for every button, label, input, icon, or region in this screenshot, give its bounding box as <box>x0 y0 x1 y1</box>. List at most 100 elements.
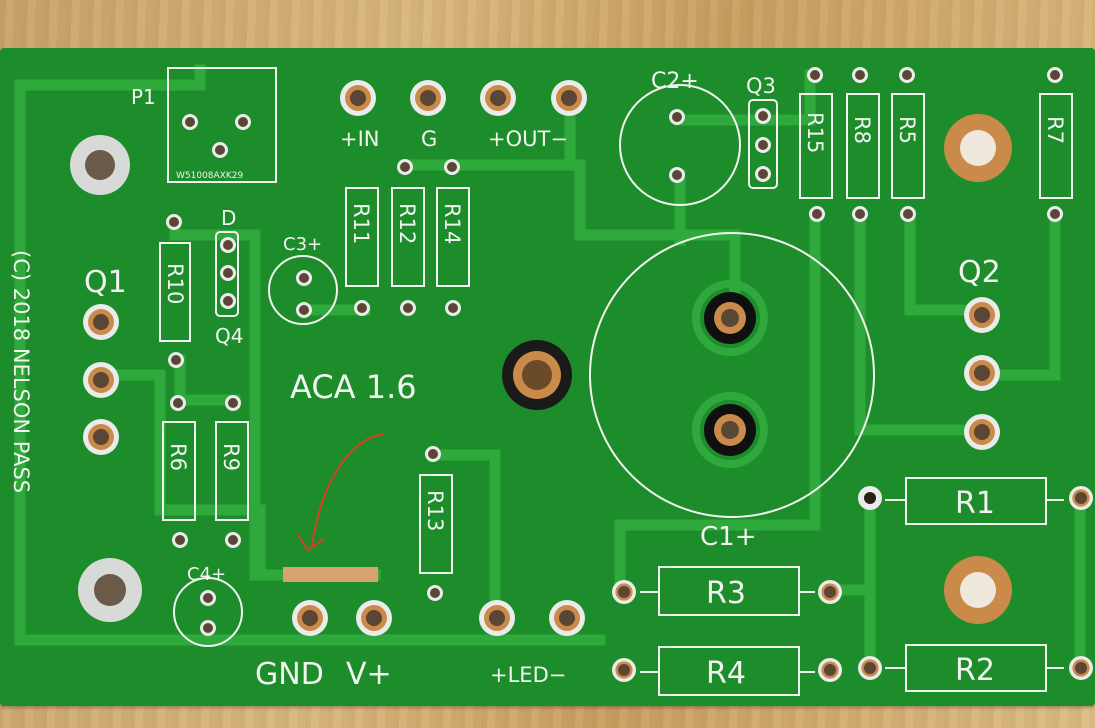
solder-pad <box>83 362 119 398</box>
solder-pad <box>235 114 251 130</box>
solder-pad <box>899 67 915 83</box>
solder-pad <box>669 167 685 183</box>
r7-label: R7 <box>1043 116 1067 144</box>
in-label: +IN <box>340 127 380 151</box>
r11-outline <box>345 187 379 287</box>
solder-pad <box>852 67 868 83</box>
r14-label: R14 <box>440 203 464 244</box>
gnd-label: GND <box>255 657 324 692</box>
r2-label: R2 <box>955 653 995 688</box>
copper-jumper-strip <box>283 567 378 582</box>
r12-label: R12 <box>395 203 419 244</box>
r10-label: R10 <box>163 263 187 304</box>
r15-outline <box>799 93 833 199</box>
solder-pad <box>225 395 241 411</box>
c1-outline <box>589 232 875 518</box>
c3-label: C3+ <box>283 234 322 255</box>
r3-label: R3 <box>706 576 746 611</box>
solder-pad <box>852 206 868 222</box>
solder-pad <box>182 114 198 130</box>
d-label: D <box>221 206 236 230</box>
solder-pad <box>410 80 446 116</box>
part-number-text: W51008AXK29 <box>176 171 243 181</box>
solder-pad <box>612 658 636 682</box>
r5-label: R5 <box>895 116 919 144</box>
c3-outline <box>268 255 338 325</box>
r9-outline <box>215 421 249 521</box>
mounting-holes <box>70 114 1012 624</box>
p1-connector: P1 W51008AXK29 <box>131 67 277 183</box>
solder-pad <box>858 486 882 510</box>
g-label: G <box>421 127 437 151</box>
copyright-text: (C) 2018 NELSON PASS <box>9 250 33 493</box>
r7-outline <box>1039 93 1073 199</box>
solder-pad <box>220 237 236 253</box>
q3-label: Q3 <box>746 74 776 98</box>
solder-pad <box>1069 656 1093 680</box>
solder-pad <box>479 600 515 636</box>
r10-outline <box>159 242 191 342</box>
out-label: +OUT− <box>488 127 568 151</box>
solder-pad <box>296 270 312 286</box>
solder-pad <box>480 80 516 116</box>
p1-label: P1 <box>131 85 156 109</box>
solder-pad <box>445 300 461 316</box>
solder-pad <box>83 419 119 455</box>
r13-outline <box>419 474 453 574</box>
solder-pad <box>1047 206 1063 222</box>
solder-pad <box>168 352 184 368</box>
solder-pad <box>818 580 842 604</box>
solder-pad <box>612 580 636 604</box>
solder-pad <box>425 446 441 462</box>
marker-arrow-shaft <box>311 433 384 546</box>
solder-pad <box>83 304 119 340</box>
solder-pad <box>1047 67 1063 83</box>
solder-pad <box>755 108 771 124</box>
r12-outline <box>391 187 425 287</box>
c4-outline <box>173 577 243 647</box>
solder-pad <box>549 600 585 636</box>
solder-pad <box>669 109 685 125</box>
c2-outline <box>619 84 741 206</box>
led-label: +LED− <box>490 663 566 687</box>
solder-pad <box>900 206 916 222</box>
solder-pad <box>755 166 771 182</box>
solder-pad <box>356 600 392 636</box>
solder-pad <box>692 392 768 468</box>
solder-pad <box>397 159 413 175</box>
c2-label: C2+ <box>651 69 699 94</box>
r6-label: R6 <box>166 443 190 471</box>
solder-pad <box>340 80 376 116</box>
solder-pad <box>400 300 416 316</box>
r9-label: R9 <box>219 443 243 471</box>
r1-label: R1 <box>955 486 995 521</box>
solder-pad <box>1069 486 1093 510</box>
solder-pad <box>200 590 216 606</box>
solder-pad <box>444 159 460 175</box>
solder-pad <box>225 532 241 548</box>
solder-pad <box>296 302 312 318</box>
solder-pad <box>807 67 823 83</box>
marker-arrow-head <box>297 534 324 551</box>
vplus-label: V+ <box>346 657 392 692</box>
r5-outline <box>891 93 925 199</box>
r4-label: R4 <box>706 656 746 691</box>
solder-pad <box>964 355 1000 391</box>
q4-outline <box>215 231 239 317</box>
solder-pad <box>755 137 771 153</box>
q4-label: Q4 <box>215 324 243 348</box>
resistor-leads <box>640 499 1064 673</box>
q1-label: Q1 <box>84 265 127 300</box>
r15-label: R15 <box>803 112 827 153</box>
solder-pads <box>83 67 1093 682</box>
board-title: ACA 1.6 <box>290 368 417 406</box>
solder-pad <box>818 658 842 682</box>
r13-label: R13 <box>423 490 447 531</box>
solder-pad <box>200 620 216 636</box>
solder-pad <box>809 206 825 222</box>
solder-pad <box>170 395 186 411</box>
solder-pad <box>858 656 882 680</box>
solder-pad <box>220 293 236 309</box>
q2-label: Q2 <box>958 255 1001 290</box>
